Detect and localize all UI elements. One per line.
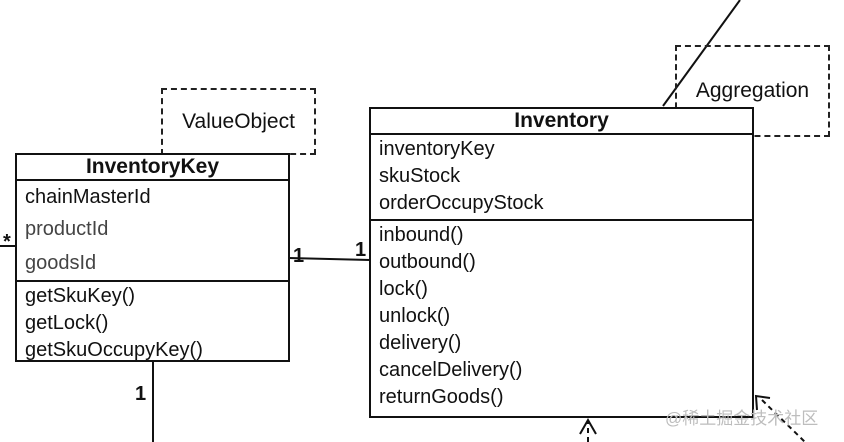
operation-lock: lock(): [379, 278, 428, 300]
key-inventory-association-line: [288, 257, 371, 261]
multiplicity-inventory-side: 1: [355, 239, 367, 261]
operation-cancel-delivery: cancelDelivery(): [379, 359, 523, 381]
bottom-arrow-head: [579, 417, 597, 435]
inventory-key-operations: getSkuKey() getLock() getSkuOccupyKey(): [17, 282, 288, 365]
value-object-stereotype: ValueObject: [161, 88, 316, 155]
operation-unlock: unlock(): [379, 305, 451, 327]
operation-get-sku-key: getSkuKey(): [25, 285, 136, 307]
right-dashed-arrow: [761, 399, 806, 442]
operation-return-goods: returnGoods(): [379, 386, 504, 408]
inventory-class-name: Inventory: [371, 109, 752, 135]
inventory-key-class-name: InventoryKey: [17, 155, 288, 181]
inventory-class[interactable]: Inventory inventoryKey skuStock orderOcc…: [369, 107, 754, 418]
inventory-key-attributes: chainMasterId productId goodsId: [17, 181, 288, 282]
inventory-operations: inbound() outbound() lock() unlock() del…: [371, 221, 752, 412]
right-arrow-head: [754, 394, 771, 411]
attribute-inventory-key: inventoryKey: [379, 138, 495, 160]
aggregation-label: Aggregation: [695, 79, 810, 102]
operation-delivery: delivery(): [379, 332, 462, 354]
attribute-order-occupy-stock: orderOccupyStock: [379, 192, 544, 214]
operation-inbound: inbound(): [379, 224, 464, 246]
multiplicity-key-side: 1: [293, 245, 305, 267]
multiplicity-left-star: *: [3, 231, 11, 253]
multiplicity-key-bottom: 1: [135, 383, 147, 405]
inventory-attributes: inventoryKey skuStock orderOccupyStock: [371, 135, 752, 221]
operation-outbound: outbound(): [379, 251, 476, 273]
value-object-label: ValueObject: [182, 109, 295, 133]
attribute-chain-master-id: chainMasterId: [25, 186, 151, 208]
watermark-text: @稀土掘金技术社区: [665, 409, 819, 428]
inventory-key-class[interactable]: InventoryKey chainMasterId productId goo…: [15, 153, 290, 362]
attribute-sku-stock: skuStock: [379, 165, 461, 187]
attribute-goods-id: goodsId: [25, 252, 97, 274]
operation-get-sku-occupy-key: getSkuOccupyKey(): [25, 339, 203, 361]
attribute-product-id: productId: [25, 218, 109, 240]
operation-get-lock: getLock(): [25, 312, 109, 334]
